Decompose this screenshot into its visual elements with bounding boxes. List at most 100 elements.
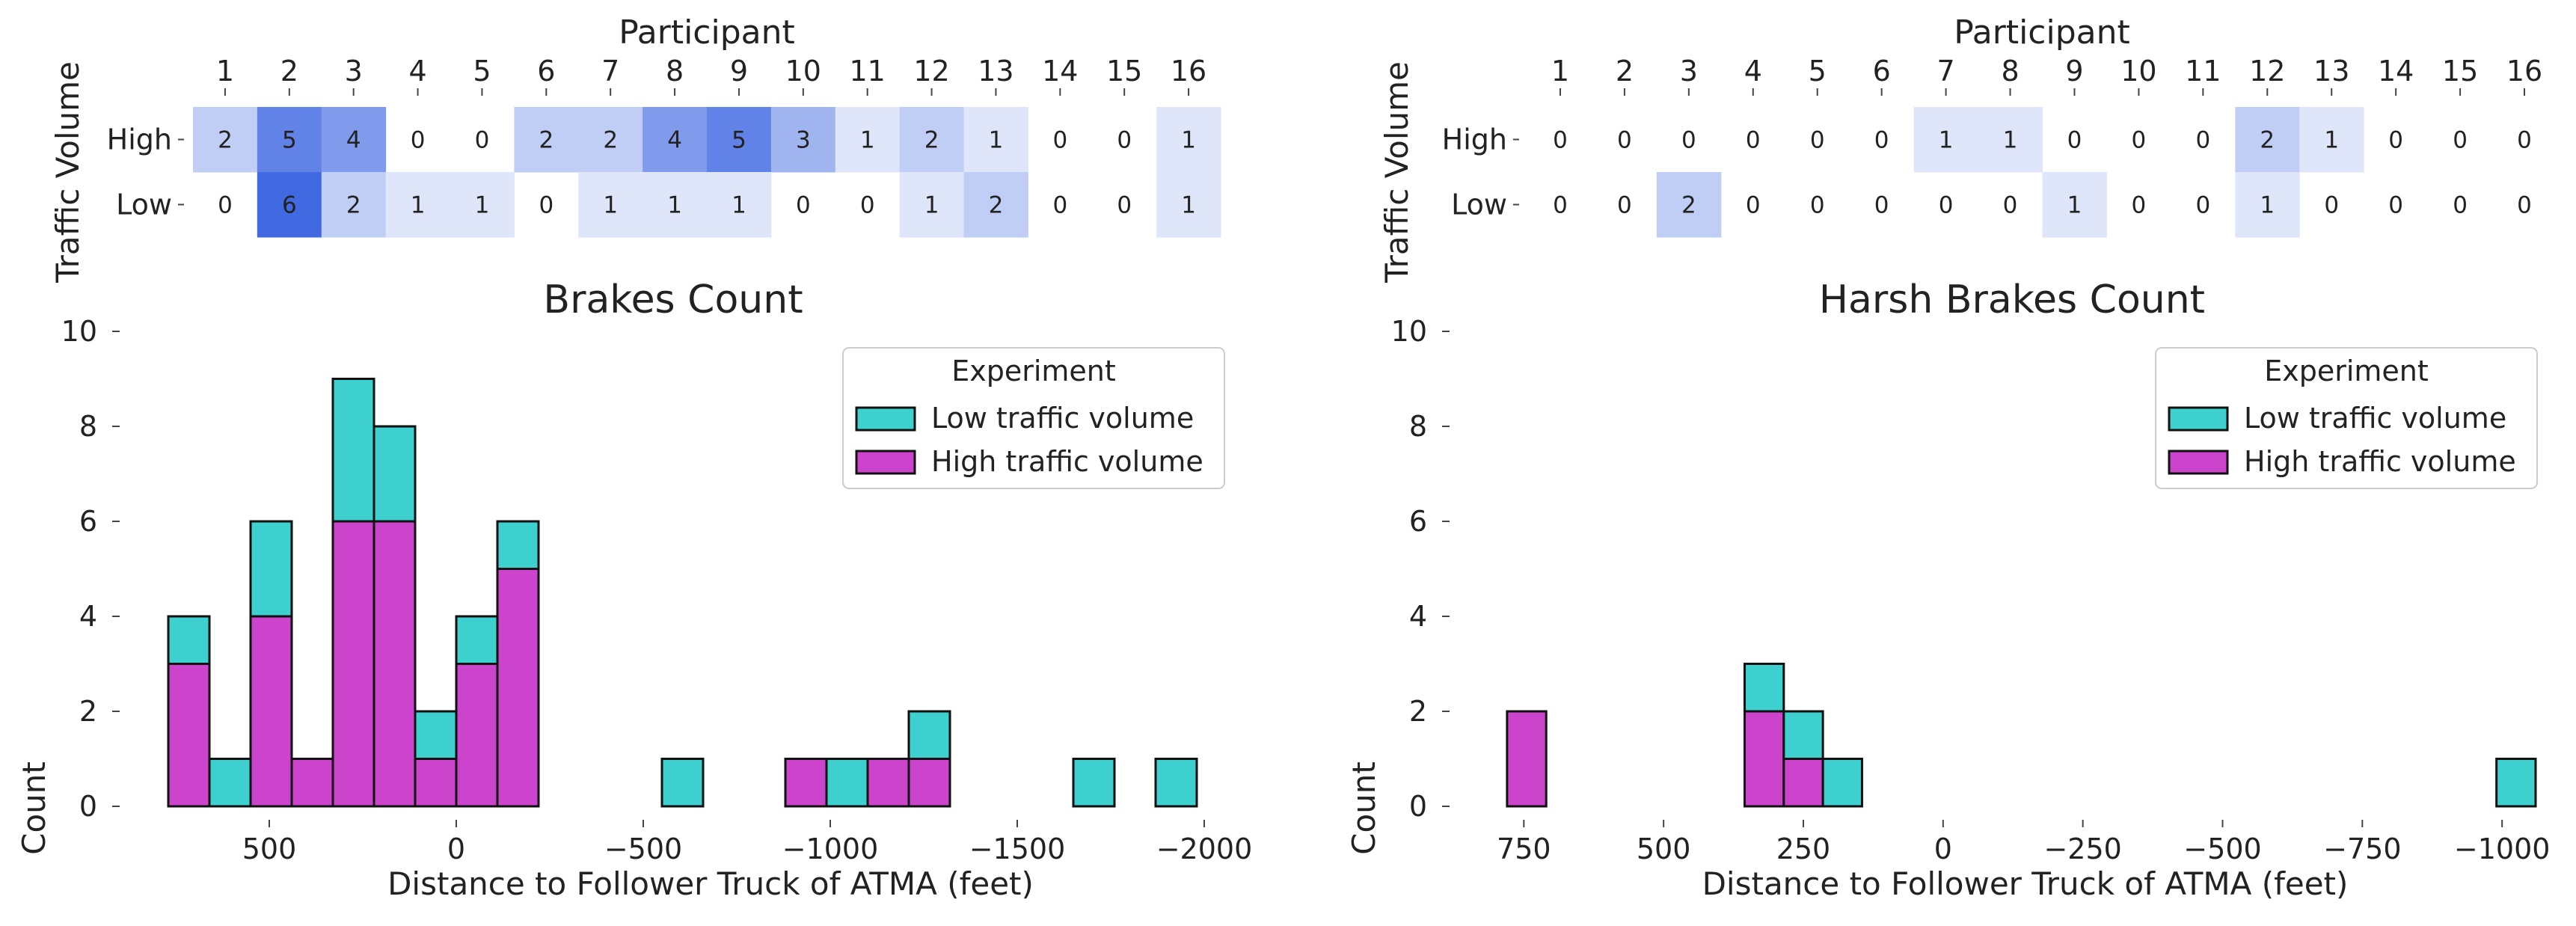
chart-title: Brakes Count (543, 278, 803, 322)
legend-entry-label: High traffic volume (931, 445, 1203, 478)
x-tick-label: 250 (1776, 833, 1831, 865)
bar-low-traffic (1154, 758, 1198, 808)
y-axis-label: Count (16, 761, 52, 855)
heatmap-cell-label: 5 (282, 127, 297, 154)
heatmap-cell (899, 172, 964, 238)
heatmap-cell-label: 1 (1181, 192, 1196, 219)
bar-low-traffic (496, 520, 540, 570)
heatmap-cell-label: 0 (2003, 192, 2018, 219)
heatmap-cell-label: 0 (1810, 192, 1825, 219)
heatmap-cell (1913, 107, 1979, 173)
x-tick-label: −250 (2043, 833, 2121, 865)
heatmap-cell (450, 172, 515, 238)
heatmap-cell-label: 0 (2453, 127, 2468, 154)
heatmap-cell-label: 0 (1681, 127, 1696, 154)
legend-entry-label: Low traffic volume (2244, 402, 2506, 435)
heatmap-cell (707, 172, 772, 238)
heatmap-cell (1156, 107, 1221, 173)
heatmap-x-tick-label: 4 (408, 55, 426, 88)
heatmap-cell-label: 0 (1553, 192, 1568, 219)
bar-high-traffic (167, 663, 211, 808)
y-tick-label: 10 (61, 315, 97, 348)
heatmap-cell-label: 4 (667, 127, 682, 154)
heatmap-row-label: Low (116, 188, 172, 221)
heatmap-cell (257, 172, 322, 238)
heatmap-x-tick-label: 5 (1809, 55, 1827, 88)
bar-high-traffic (1782, 758, 1824, 808)
heatmap-x-tick-label: 2 (280, 55, 298, 88)
heatmap-cell (899, 107, 964, 173)
x-tick-label: 500 (242, 833, 297, 865)
bar-low-traffic (167, 615, 211, 665)
legend-swatch (855, 406, 916, 432)
heatmap-cell-label: 1 (732, 192, 746, 219)
heatmap-cell-label: 1 (475, 192, 490, 219)
heatmap-cell (770, 107, 836, 173)
bar-high-traffic (1506, 710, 1548, 808)
heatmap-cell-label: 0 (1052, 192, 1067, 219)
heatmap-cell-label: 0 (1746, 192, 1761, 219)
heatmap-x-tick-label: 6 (537, 55, 555, 88)
bar-low-traffic (1821, 758, 1863, 808)
heatmap-cell-label: 1 (2067, 192, 2082, 219)
x-tick-label: 0 (1934, 833, 1952, 865)
heatmap-x-tick-label: 14 (2378, 55, 2414, 88)
bar-low-traffic (414, 710, 458, 760)
heatmap-x-tick-label: 15 (1106, 55, 1142, 88)
heatmap-cell-label: 6 (282, 192, 297, 219)
heatmap-cell-label: 0 (2453, 192, 2468, 219)
heatmap-cell-label: 0 (796, 192, 811, 219)
heatmap-cell (2042, 172, 2107, 238)
heatmap-x-tick-label: 10 (2120, 55, 2156, 88)
heatmap-row-label: High (107, 123, 172, 156)
heatmap-cell-label: 0 (2195, 192, 2210, 219)
bar-high-traffic (907, 758, 951, 808)
heatmap-cell-label: 2 (218, 127, 233, 154)
heatmap-x-tick-label: 7 (601, 55, 619, 88)
heatmap-x-tick-label: 12 (913, 55, 949, 88)
heatmap-x-tick-label: 5 (473, 55, 491, 88)
bar-high-traffic (866, 758, 910, 808)
heatmap-cell-label: 1 (2003, 127, 2018, 154)
heatmap-cell-label: 2 (346, 192, 361, 219)
x-axis-label: Distance to Follower Truck of ATMA (feet… (387, 865, 1034, 902)
heatmap-x-tick-label: 10 (785, 55, 821, 88)
heatmap-cell-label: 1 (989, 127, 1004, 154)
x-tick-label: −1000 (2454, 833, 2551, 865)
legend-title: Experiment (951, 355, 1116, 387)
heatmap-cell-label: 2 (1681, 192, 1696, 219)
x-tick-label: −1500 (969, 833, 1066, 865)
heatmap-cell-label: 4 (346, 127, 361, 154)
heatmap-cell (514, 107, 579, 173)
heatmap-cell (963, 107, 1028, 173)
heatmap-cell-label: 0 (1939, 192, 1954, 219)
bar-low-traffic (208, 758, 252, 808)
y-tick-label: 2 (79, 695, 97, 728)
heatmap-cell-label: 2 (924, 127, 939, 154)
heatmap-cell-label: 0 (1874, 192, 1889, 219)
x-tick-label: −750 (2323, 833, 2401, 865)
legend-frame (842, 347, 1225, 489)
heatmap-cell (578, 172, 643, 238)
y-tick-label: 2 (1409, 695, 1427, 728)
heatmap-x-tick-label: 7 (1937, 55, 1955, 88)
heatmap-cell-label: 0 (2324, 192, 2339, 219)
heatmap-x-tick-label: 15 (2442, 55, 2478, 88)
heatmap-cell-label: 1 (2324, 127, 2339, 154)
heatmap-cell-label: 0 (1810, 127, 1825, 154)
heatmap-cell-label: 0 (2132, 127, 2147, 154)
bar-low-traffic (2495, 758, 2537, 808)
heatmap-cell-label: 1 (924, 192, 939, 219)
y-tick-label: 8 (1409, 410, 1427, 443)
bar-low-traffic (1072, 758, 1116, 808)
bar-low-traffic (1744, 663, 1785, 713)
heatmap-cell (321, 107, 387, 173)
y-axis-label: Count (1346, 761, 1382, 855)
bar-high-traffic (784, 758, 828, 808)
heatmap-cell (643, 107, 708, 173)
bar-low-traffic (907, 710, 951, 760)
